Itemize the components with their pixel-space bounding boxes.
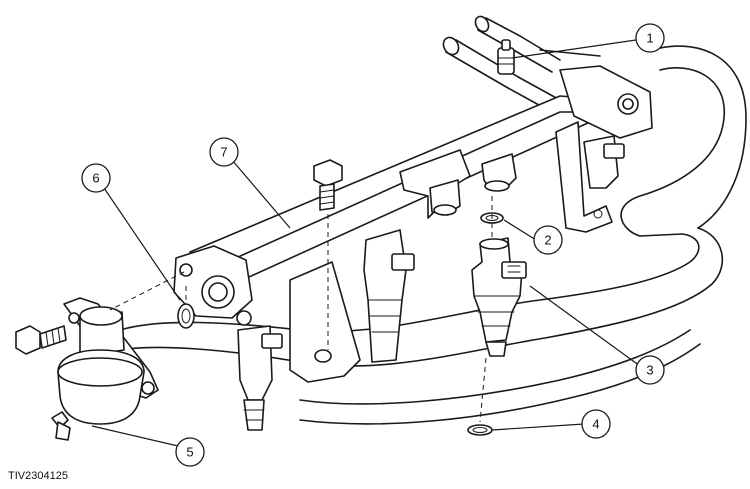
callout-3-label: 3 bbox=[646, 363, 653, 378]
fuel-rail bbox=[173, 65, 653, 383]
callout-7-label: 7 bbox=[220, 145, 227, 160]
schrader-valve bbox=[497, 39, 515, 75]
callout-4: 4 bbox=[581, 409, 611, 439]
regulator-bolt bbox=[15, 325, 67, 355]
lower-o-ring bbox=[467, 424, 493, 436]
callout-5-label: 5 bbox=[186, 445, 193, 460]
figure-id: TIV2304125 bbox=[8, 470, 68, 482]
callout-2-label: 2 bbox=[544, 233, 551, 248]
callout-7: 7 bbox=[209, 137, 239, 167]
callout-6-label: 6 bbox=[92, 171, 99, 186]
leader-lines bbox=[91, 39, 641, 447]
callout-6: 6 bbox=[81, 163, 111, 193]
callout-4-label: 4 bbox=[592, 417, 599, 432]
callout-3: 3 bbox=[635, 355, 665, 385]
alignment-lines bbox=[109, 196, 493, 423]
callout-1: 1 bbox=[635, 23, 665, 53]
rail-bolt bbox=[313, 159, 343, 211]
fuel-injector bbox=[471, 237, 527, 357]
installed-injectors bbox=[237, 135, 625, 431]
callout-5: 5 bbox=[175, 437, 205, 467]
fuel-pressure-regulator bbox=[51, 297, 159, 441]
callout-1-label: 1 bbox=[646, 31, 653, 46]
regulator-o-ring bbox=[177, 303, 195, 329]
callout-2: 2 bbox=[533, 225, 563, 255]
injector-cups bbox=[429, 153, 517, 216]
